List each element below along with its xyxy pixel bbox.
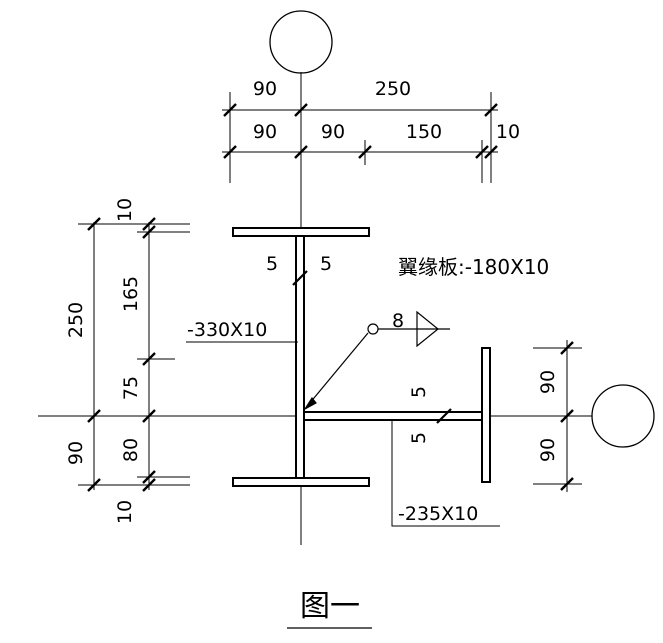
dim-text-left-75: 75	[120, 376, 142, 400]
dim-text-top-90-upper: 90	[253, 78, 277, 100]
bottom-flange-plate	[233, 478, 369, 486]
dim-text-left-10-bottom: 10	[114, 500, 136, 524]
leader-lines	[186, 342, 500, 526]
figure-caption: 图一	[300, 589, 360, 624]
right-axis-bubble	[592, 385, 654, 447]
flange-plate-callout: 翼缘板:-180X10	[398, 255, 549, 279]
top-dimension-chain	[222, 92, 498, 183]
h-section	[233, 228, 369, 486]
dim-text-left-80: 80	[120, 438, 142, 462]
stub-member	[304, 348, 490, 482]
dim-text-top-90-lower-1: 90	[253, 121, 277, 143]
dim-text-left-10-top: 10	[114, 198, 136, 222]
stub-plate-leader	[392, 420, 500, 526]
dim-text-right-90-lower: 90	[537, 438, 559, 462]
web-plate-callout: -330X10	[187, 319, 267, 341]
weld-tail-circle	[368, 324, 378, 334]
web-weld-tick	[293, 271, 307, 285]
weld-size-fillet: 8	[392, 310, 404, 332]
dim-text-top-10: 10	[496, 121, 520, 143]
dim-text-left-250: 250	[65, 302, 87, 338]
weld-size-web-left: 5	[266, 253, 278, 275]
stub-weld-tick	[437, 409, 451, 423]
weld-size-web-right: 5	[320, 253, 332, 275]
stub-end-plate	[482, 348, 490, 482]
dim-text-left-90: 90	[65, 441, 87, 465]
weld-arrow-shaft	[309, 333, 368, 404]
stub-web-plate	[304, 412, 482, 420]
left-dimension-chain	[78, 218, 190, 491]
stub-plate-callout: -235X10	[398, 503, 478, 525]
dim-text-top-250: 250	[375, 78, 411, 100]
weld-size-stub-bottom: 5	[408, 432, 430, 444]
dim-text-right-90-upper: 90	[537, 370, 559, 394]
weld-symbol	[305, 312, 450, 409]
weld-arrowhead	[305, 398, 316, 409]
top-flange-plate	[233, 228, 369, 236]
web-plate	[296, 236, 304, 478]
dim-text-left-165: 165	[120, 276, 142, 312]
dim-text-top-90-lower-2: 90	[321, 121, 345, 143]
dim-text-top-150: 150	[406, 121, 442, 143]
fillet-weld-triangle	[417, 312, 438, 346]
weld-ticks	[293, 271, 451, 423]
weld-size-stub-top: 5	[408, 386, 430, 398]
right-dimension-chain	[533, 340, 582, 492]
top-axis-bubble	[270, 11, 332, 73]
